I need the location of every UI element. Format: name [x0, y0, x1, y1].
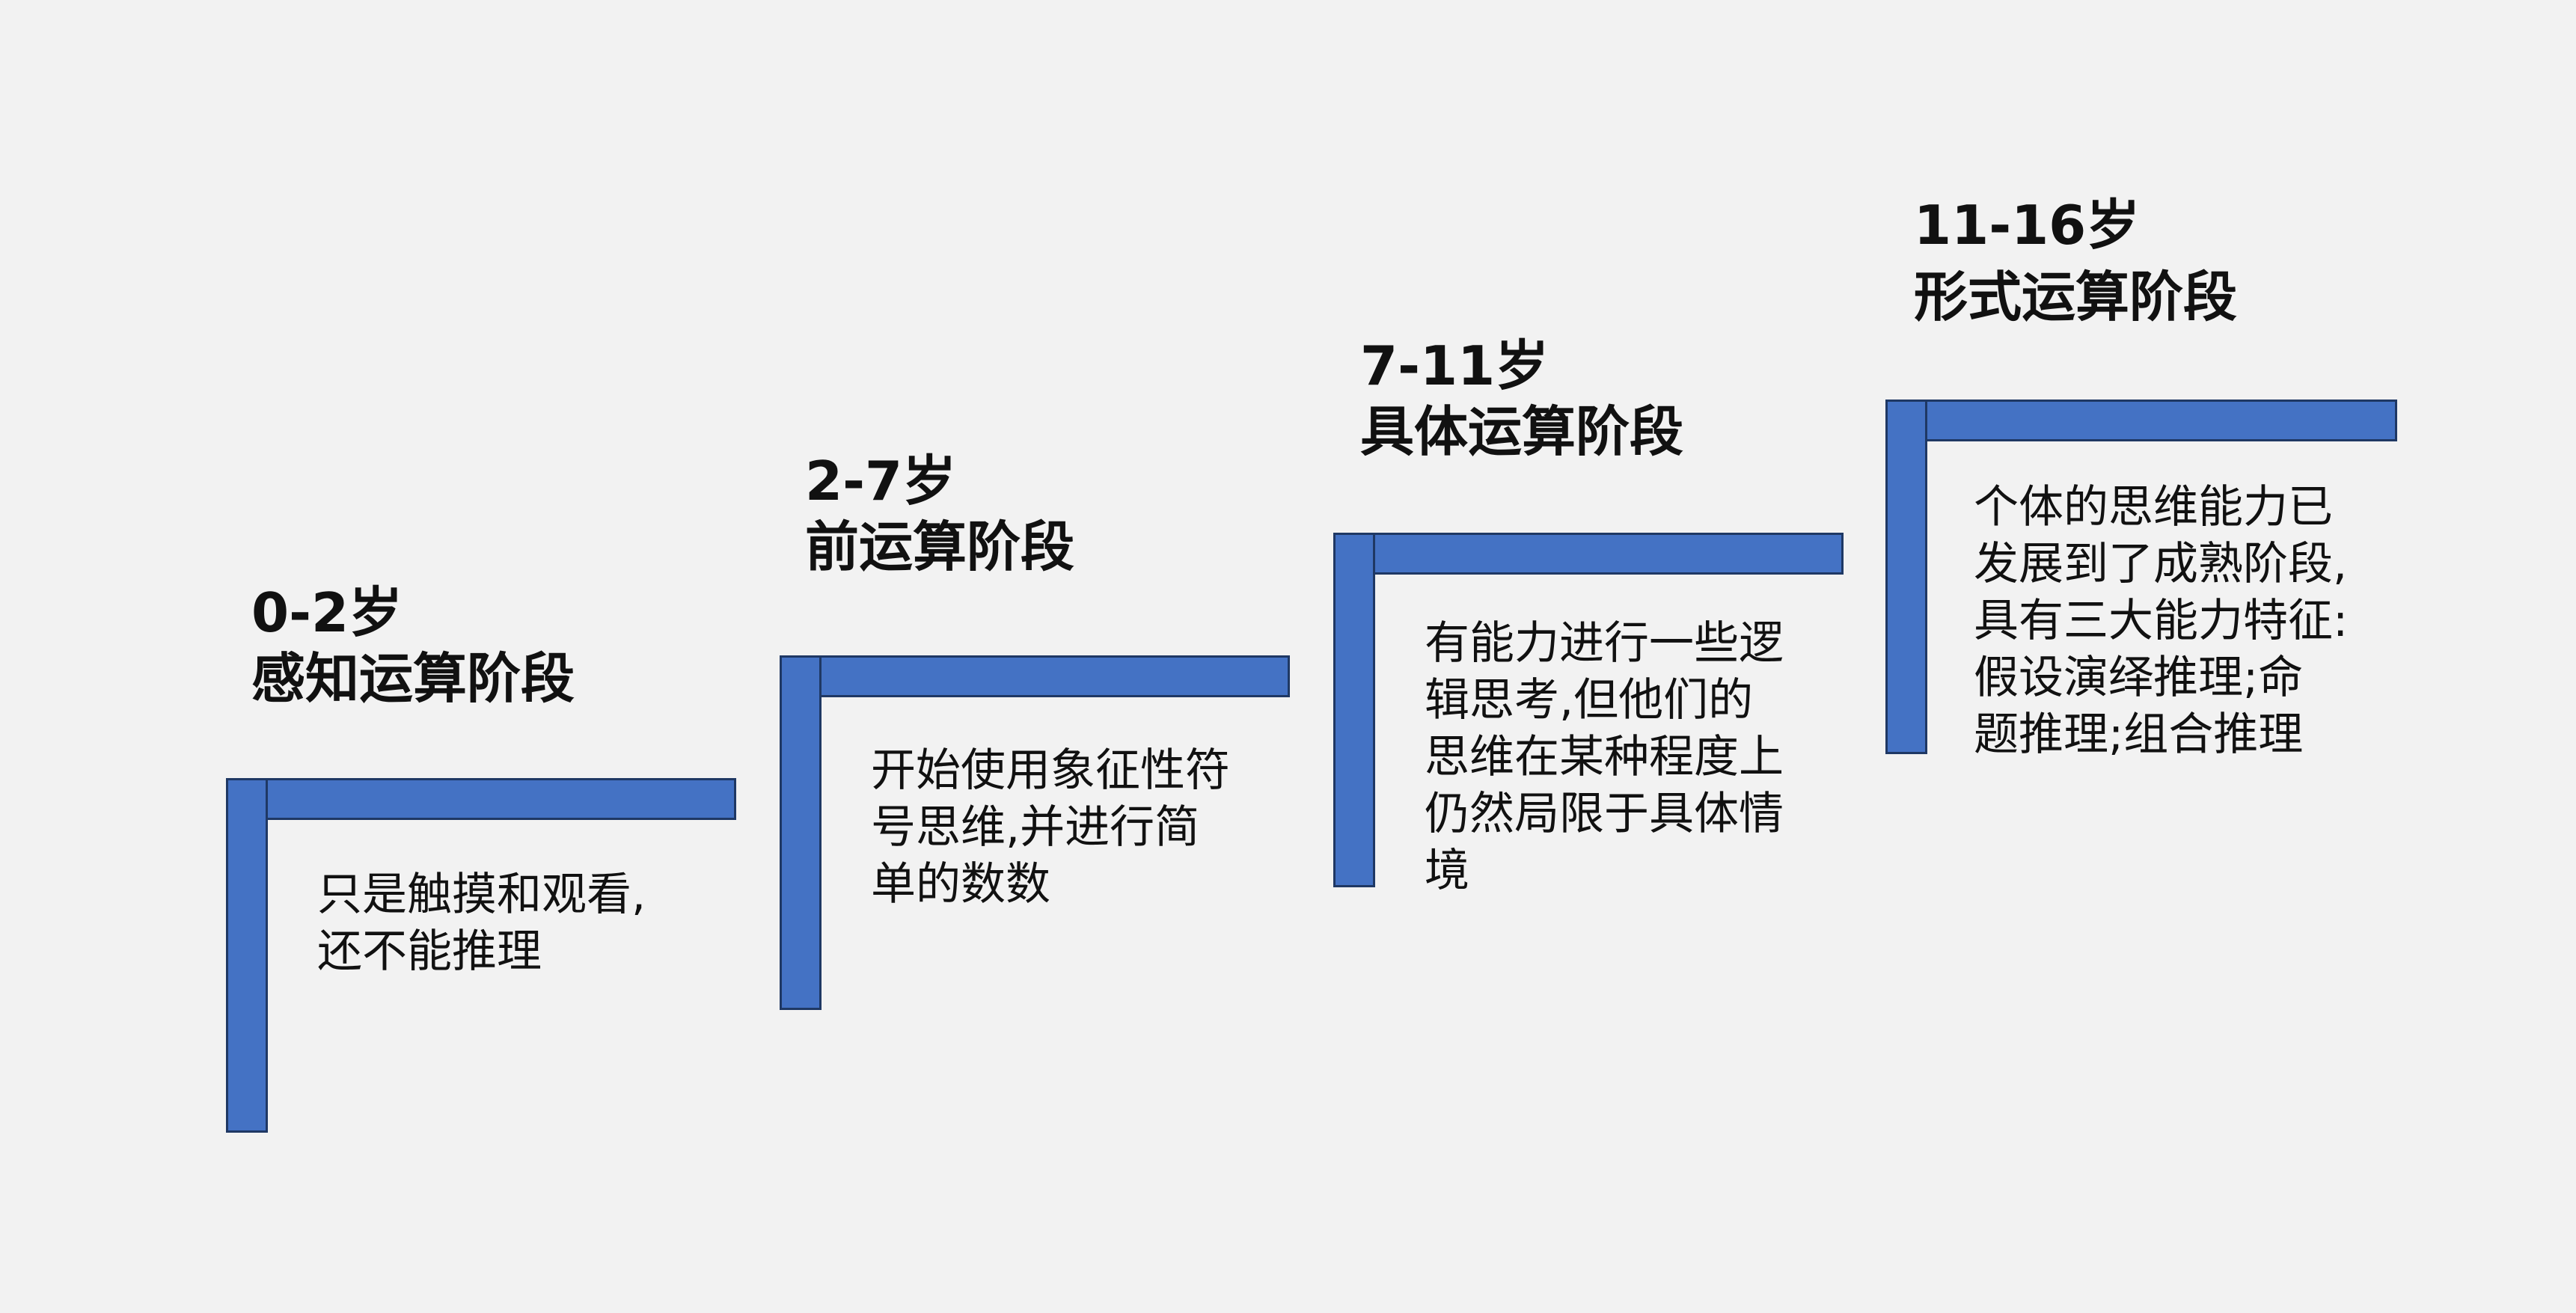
stage-1-age: 0-2岁: [251, 581, 403, 644]
stage-4-age: 11-16岁: [1914, 194, 2141, 257]
stage-4-bracket-horizontal: [1885, 400, 2397, 441]
stage-2-description: 开始使用象征性符 号思维,并进行简 单的数数: [871, 744, 1230, 910]
stage-1-bracket-vertical: [226, 778, 268, 1133]
stage-2-bracket-vertical: [780, 655, 822, 1010]
stage-2-age: 2-7岁: [805, 450, 957, 512]
stage-2-name: 前运算阶段: [805, 515, 1075, 578]
stage-2-bracket-horizontal: [780, 655, 1290, 697]
stage-1-name: 感知运算阶段: [251, 647, 575, 710]
stage-3-name: 具体运算阶段: [1360, 400, 1684, 463]
stage-4-name: 形式运算阶段: [1914, 266, 2238, 328]
stage-1-bracket-horizontal: [226, 778, 736, 820]
stage-3-description: 有能力进行一些逻 辑思考,但他们的 思维在某种程度上 仍然局限于具体情 境: [1425, 617, 1784, 897]
stage-3-age: 7-11岁: [1360, 334, 1549, 397]
stage-4-bracket-vertical: [1885, 400, 1927, 754]
stage-3-bracket-horizontal: [1333, 533, 1844, 575]
stage-3-bracket-vertical: [1333, 533, 1375, 887]
stage-4-description: 个体的思维能力已 发展到了成熟阶段, 具有三大能力特征: 假设演绎推理;命 题推…: [1974, 481, 2349, 761]
stage-1-description: 只是触摸和观看, 还不能推理: [317, 869, 646, 978]
